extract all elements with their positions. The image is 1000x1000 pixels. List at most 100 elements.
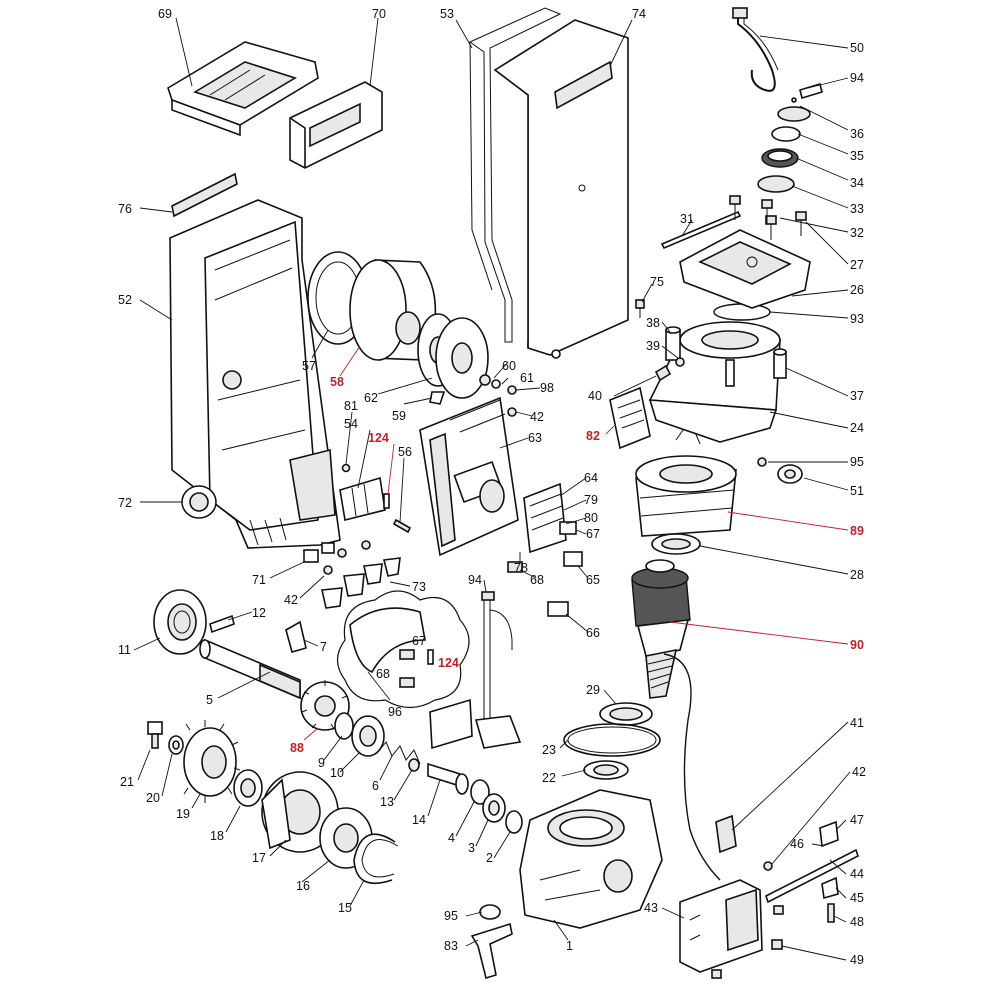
part-95-screw (757, 457, 767, 467)
callout-42-lower: 42 (852, 765, 866, 779)
callout-33: 33 (850, 202, 864, 216)
callout-79: 79 (584, 493, 598, 507)
part-17-bearing-flange (261, 771, 339, 853)
part-21-bolt (147, 721, 163, 749)
part-124-fuse (383, 493, 390, 509)
callout-15: 15 (338, 901, 352, 915)
part-47-clip (819, 820, 839, 848)
part-66-connector (547, 601, 569, 617)
part-93-gasket (713, 303, 771, 321)
part-54-terminal-block (339, 476, 386, 521)
callout-89: 89 (850, 524, 864, 538)
part-34-knob-ring (761, 148, 799, 168)
part-69-drawer-tray (167, 41, 319, 137)
part-94-label (799, 82, 823, 100)
callout-57: 57 (302, 359, 316, 373)
callout-40: 40 (588, 389, 602, 403)
part-22-seal (583, 760, 629, 780)
part-11-bearing (153, 589, 207, 655)
part-35-knob-cap (771, 126, 801, 142)
part-27-32-screws (729, 195, 807, 240)
callout-42-glands: 42 (284, 593, 298, 607)
callout-73: 73 (412, 580, 426, 594)
callout-60: 60 (502, 359, 516, 373)
part-68-clip (507, 561, 523, 573)
callout-94-mid: 94 (468, 573, 482, 587)
callout-11: 11 (118, 643, 131, 657)
callout-90: 90 (850, 638, 864, 652)
callout-65: 65 (586, 573, 600, 587)
part-33-knob-base (757, 175, 795, 193)
part-28-bearing (651, 533, 701, 555)
part-31-rod (660, 210, 742, 250)
callout-16: 16 (296, 879, 310, 893)
part-12-key (209, 614, 235, 634)
part-41-cable (663, 653, 737, 881)
callout-124-cloud: 124 (438, 656, 459, 670)
callout-43: 43 (644, 901, 658, 915)
callout-75: 75 (650, 275, 664, 289)
callout-64: 64 (584, 471, 598, 485)
callout-83: 83 (444, 939, 458, 953)
part-1-pump-housing (519, 789, 663, 929)
callout-18: 18 (210, 829, 224, 843)
part-96-nozzle-group (336, 590, 470, 709)
callout-34: 34 (850, 176, 864, 190)
callout-98: 98 (540, 381, 554, 395)
part-52-housing (169, 199, 341, 549)
part-82-rating-label (609, 386, 651, 450)
part-95-ring (479, 904, 501, 920)
callout-124-top: 124 (368, 431, 389, 445)
part-70-control-module (289, 81, 383, 169)
callout-1: 1 (566, 939, 573, 953)
part-7-bracket (285, 620, 307, 653)
callout-47: 47 (850, 813, 864, 827)
part-42-screw (763, 861, 773, 871)
callout-2: 2 (486, 851, 493, 865)
callout-7: 7 (320, 640, 327, 654)
part-64-connector (523, 482, 567, 554)
callout-36: 36 (850, 127, 864, 141)
part-19-gear (183, 720, 241, 803)
callout-59: 59 (392, 409, 406, 423)
callout-37: 37 (850, 389, 864, 403)
callout-52: 52 (118, 293, 132, 307)
callout-23: 23 (542, 743, 556, 757)
part-67-relay (559, 521, 577, 535)
callout-72: 72 (118, 496, 132, 510)
callout-61: 61 (520, 371, 534, 385)
part-59-pulley (429, 317, 489, 405)
part-2-ring (505, 810, 523, 834)
part-72-grommet (181, 485, 217, 519)
callout-80: 80 (584, 511, 598, 525)
callout-82: 82 (586, 429, 600, 443)
part-50-hose (732, 7, 779, 92)
part-36-knob-top (777, 97, 811, 122)
callout-45: 45 (850, 891, 864, 905)
part-5-main-shaft (199, 638, 301, 700)
part-48-screw (827, 903, 835, 923)
callout-39: 39 (646, 339, 660, 353)
part-44-shaft (765, 848, 859, 904)
callout-68-right: 68 (530, 573, 544, 587)
part-45-clamp (821, 876, 839, 900)
part-60-61-98-fasteners (479, 374, 517, 417)
callout-71: 71 (252, 573, 266, 587)
callout-14: 14 (412, 813, 426, 827)
callout-labels: 69 70 53 74 50 94 36 35 34 33 32 27 31 2… (118, 7, 866, 967)
callout-62: 62 (364, 391, 378, 405)
part-94-cable-bracket (429, 591, 522, 750)
callout-42-pcb: 42 (530, 410, 544, 424)
callout-76: 76 (118, 202, 132, 216)
part-3-seal (482, 793, 506, 823)
part-83-key (470, 922, 513, 980)
callout-9: 9 (318, 756, 325, 770)
callout-56: 56 (398, 445, 412, 459)
callout-22: 22 (542, 771, 556, 785)
part-71-cable-glands (303, 540, 371, 575)
callout-88: 88 (290, 741, 304, 755)
part-38-spacer (665, 326, 681, 361)
callout-81: 81 (344, 399, 358, 413)
callout-51: 51 (850, 484, 864, 498)
